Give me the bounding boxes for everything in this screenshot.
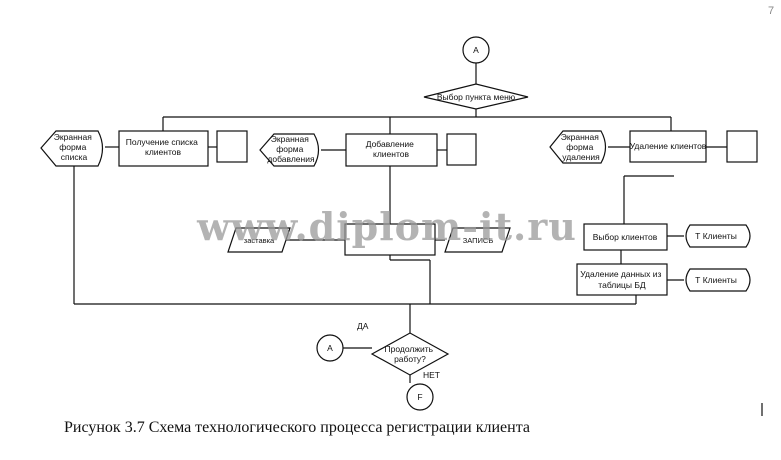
list-form-line-2: форма <box>59 142 86 152</box>
start-connector-label: A <box>473 45 479 55</box>
select-clients-label: Выбор клиентов <box>593 232 658 242</box>
storage-clients-1: Т Клиенты <box>685 224 751 248</box>
process-delete-from-db: Удаление данных из таблицы БД <box>576 263 668 296</box>
delete-db-line-2: таблицы БД <box>598 280 646 290</box>
watermark: www.diplom-it.ru <box>196 204 577 249</box>
process-delete-clients: Удаление клиентов <box>629 130 707 163</box>
list-form-line-3: списка <box>61 152 88 162</box>
svg-text:Добавление клиентов: Добавление клиентов <box>366 139 417 159</box>
display-delete-form: Экранная форма удаления <box>549 130 607 164</box>
add-form-line-1: Экранная <box>271 134 309 144</box>
add-clients-line-2: клиентов <box>373 149 409 159</box>
figure-caption: Рисунок 3.7 Схема технологического проце… <box>64 419 530 436</box>
add-clients-line-1: Добавление <box>366 139 414 149</box>
continue-line-1: Продолжить <box>385 344 434 354</box>
delete-form-line-3: удаления <box>562 152 600 162</box>
continue-line-2: работу? <box>394 354 426 364</box>
svg-text:Экранная форма спи: Экранная форма списка <box>54 132 94 162</box>
svg-text:Экранная форма доб: Экранная форма добавления <box>267 134 315 164</box>
blank-box-3 <box>726 130 758 163</box>
get-list-line-2: клиентов <box>145 147 181 157</box>
add-form-line-3: добавления <box>267 154 315 164</box>
yes-label: ДА <box>357 321 369 331</box>
process-get-list: Получение списка клиентов <box>118 130 209 167</box>
connector-lines <box>73 63 727 383</box>
delete-form-line-1: Экранная <box>561 132 599 142</box>
loop-connector: A <box>316 334 344 362</box>
io-stub-left-label: заставка <box>244 236 275 245</box>
process-add-clients: Добавление клиентов <box>345 133 438 167</box>
no-label: НЕТ <box>423 370 440 380</box>
blank-box-1 <box>216 130 248 163</box>
io-stub-left: заставка <box>227 227 291 253</box>
svg-text:Удаление данных из табли: Удаление данных из таблицы БД <box>580 269 663 290</box>
get-list-line-1: Получение списка <box>126 137 198 147</box>
end-connector: F <box>406 383 434 411</box>
delete-db-line-1: Удаление данных из <box>580 269 661 279</box>
list-form-line-1: Экранная <box>54 132 92 142</box>
loop-connector-label: A <box>327 343 333 353</box>
continue-decision: Продолжить работу? <box>370 332 450 376</box>
end-connector-label: F <box>417 392 422 402</box>
page-number: 7 <box>768 5 774 17</box>
add-form-line-2: форма <box>276 144 303 154</box>
io-stub-right: ЗАПИСЬ <box>444 227 511 253</box>
start-connector: A <box>462 36 490 64</box>
menu-decision: Выбор пункта меню <box>423 83 529 110</box>
display-add-form: Экранная форма добавления <box>259 133 320 167</box>
storage-clients-1-label: Т Клиенты <box>695 231 737 241</box>
blank-box-2 <box>446 133 477 166</box>
delete-form-line-2: форма <box>566 142 593 152</box>
process-hidden-box <box>344 223 436 256</box>
svg-text:Получение списка клиенто: Получение списка клиентов <box>126 137 200 157</box>
svg-text:Продолжить работу?: Продолжить работу? <box>385 344 436 364</box>
storage-clients-2: Т Клиенты <box>685 268 751 292</box>
delete-clients-label: Удаление клиентов <box>630 141 707 151</box>
svg-text:Экранная форма уда: Экранная форма удаления <box>561 132 601 162</box>
process-select-clients: Выбор клиентов <box>583 223 668 251</box>
menu-decision-label: Выбор пункта меню <box>437 92 516 102</box>
storage-clients-2-label: Т Клиенты <box>695 275 737 285</box>
io-stub-right-label: ЗАПИСЬ <box>463 236 494 245</box>
display-list-form: Экранная форма списка <box>40 130 104 167</box>
